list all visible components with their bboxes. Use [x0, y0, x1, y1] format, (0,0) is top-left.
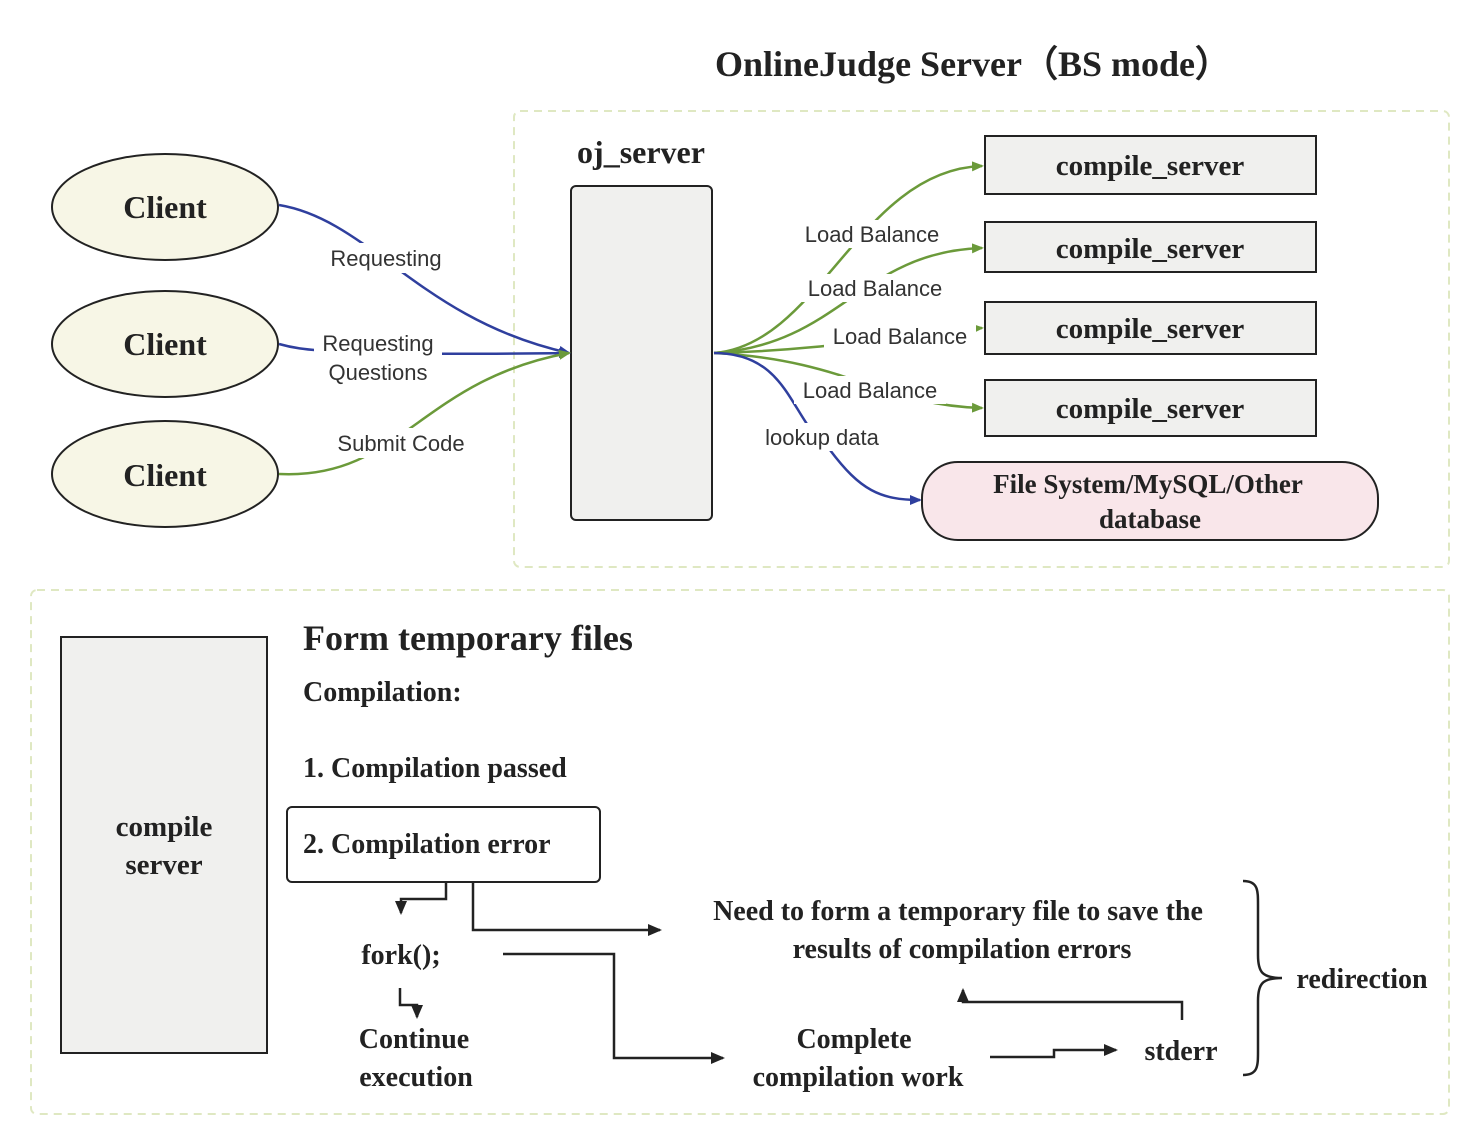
continue-line2: execution — [359, 1062, 473, 1093]
stderr-label: stderr — [1144, 1036, 1217, 1067]
temp-file-line2: results of compilation errors — [793, 934, 1132, 965]
compile-server-node: compile_server — [984, 301, 1317, 355]
client-node: Client — [51, 153, 279, 261]
database-label-line1: File System/MySQL/Other — [993, 469, 1303, 499]
client-label: Client — [123, 189, 207, 225]
compile-server-label: compile_server — [1056, 150, 1245, 182]
item-compilation-error: 2. Compilation error — [303, 829, 551, 860]
client-node: Client — [51, 420, 279, 528]
compile-server-node: compile_server — [984, 221, 1317, 273]
edge-label-load-balance: Load Balance — [808, 276, 943, 301]
compile-server-label: compile_server — [1056, 313, 1245, 345]
compilation-label: Compilation: — [303, 677, 462, 708]
database-label-line2: database — [1099, 504, 1201, 534]
complete-line2: compilation work — [753, 1062, 964, 1093]
edge-label-lookup-data: lookup data — [765, 425, 880, 450]
compile-server-node: compile_server — [984, 135, 1317, 195]
edge-label-requesting-q2: Questions — [328, 360, 427, 385]
compile-server-label: compile_server — [1056, 233, 1245, 265]
arrow-complete-to-stderr — [990, 1044, 1118, 1059]
arrow-fork-to-complete — [503, 952, 725, 1064]
edge-label-load-balance: Load Balance — [805, 222, 940, 247]
arrow-error-to-tempfile — [471, 882, 662, 936]
edge-label-load-balance: Load Balance — [803, 378, 938, 403]
edge-load-balance — [713, 161, 984, 355]
item-compilation-passed: 1. Compilation passed — [303, 753, 567, 784]
arrow-stderr-to-tempfile — [957, 988, 1184, 1020]
server-group-border — [513, 110, 1450, 568]
continue-line1: Continue — [359, 1024, 469, 1055]
compile-server-box-line2: server — [125, 849, 202, 881]
oj-server-label: oj_server — [577, 134, 705, 170]
edge-label-requesting: Requesting — [330, 246, 441, 271]
edge-submit-code — [278, 349, 571, 476]
compile-server-box: compile server — [60, 636, 268, 1054]
fork-label: fork(); — [361, 940, 440, 971]
compile-server-node: compile_server — [984, 379, 1317, 437]
redirection-label: redirection — [1296, 964, 1428, 995]
redirection-brace — [1242, 879, 1283, 1077]
section-heading: Form temporary files — [303, 618, 633, 658]
compile-detail-border — [30, 589, 1450, 1115]
complete-line1: Complete — [796, 1024, 911, 1055]
client-node: Client — [51, 290, 279, 398]
edge-label-submit-code: Submit Code — [337, 431, 464, 456]
arrow-fork-to-continue — [398, 988, 423, 1019]
client-label: Client — [123, 326, 207, 362]
edge-label-load-balance: Load Balance — [833, 324, 968, 349]
temp-file-line1: Need to form a temporary file to save th… — [713, 896, 1203, 927]
compile-server-label: compile_server — [1056, 393, 1245, 425]
database-node: File System/MySQL/Other database — [921, 461, 1379, 541]
arrow-error-to-fork — [395, 882, 448, 915]
compilation-error-box — [286, 806, 601, 883]
oj-server-box — [570, 185, 713, 521]
edge-label-requesting-q1: Requesting — [322, 331, 433, 356]
diagram-title: OnlineJudge Server（BS mode） — [715, 44, 1231, 84]
client-label: Client — [123, 457, 207, 493]
compile-server-box-line1: compile — [116, 811, 213, 843]
